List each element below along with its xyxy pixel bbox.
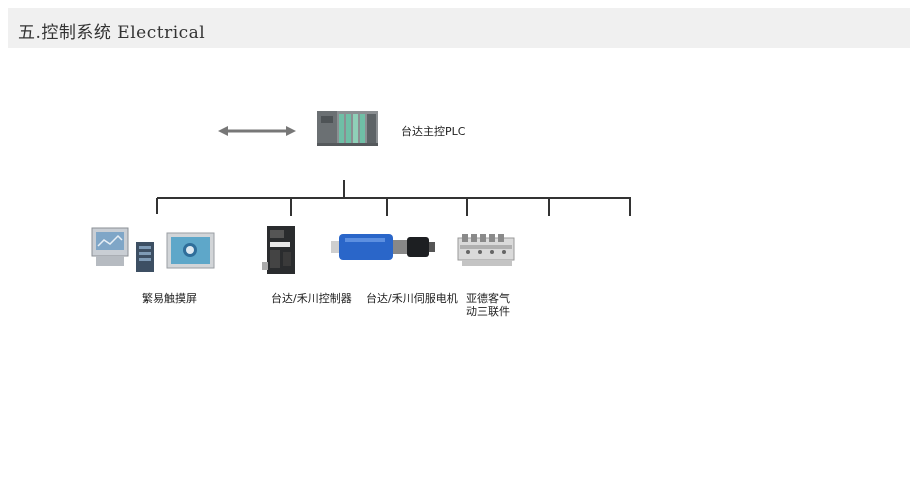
plc-label: 台达主控PLC [401,125,466,138]
touchscreen-device-image [91,227,215,272]
servo-drive-label: 台达/禾川控制器 [271,292,352,305]
page-header: 五.控制系统 Electrical [8,8,910,48]
plc-device-image [317,111,378,146]
page-title: 五.控制系统 Electrical [18,23,206,43]
servo-drive-device-image [262,226,295,274]
bus-lines [156,180,631,216]
servo-motor-label: 台达/禾川伺服电机 [366,292,458,305]
touchscreen-label: 繁易触摸屏 [142,292,197,305]
pneumatic-unit-device-image [457,234,515,266]
pneumatic-unit-label: 亚德客气动三联件 [466,292,510,318]
servo-motor-device-image [331,234,435,260]
bidirectional-arrow [218,126,296,136]
